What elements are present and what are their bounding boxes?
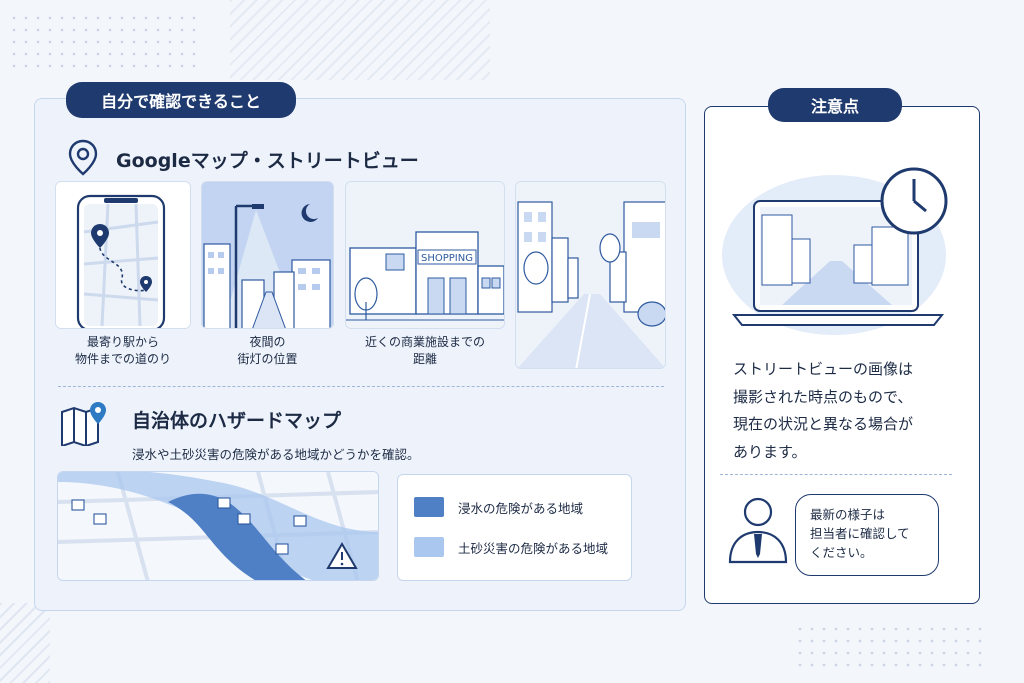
decor-dots xyxy=(8,12,198,72)
shop-sign-text: SHOPPING xyxy=(421,253,473,264)
legend-label-landslide: 土砂災害の危険がある地域 xyxy=(458,540,609,556)
hazard-legend: 浸水の危険がある地域 土砂災害の危険がある地域 xyxy=(397,474,632,581)
google-maps-title: Googleマップ・ストリートビュー xyxy=(116,150,419,172)
caption-route: 最寄り駅から物件までの道のり xyxy=(74,335,171,366)
map-pin-icon xyxy=(61,402,106,446)
decor-dots xyxy=(794,623,984,673)
divider xyxy=(58,386,664,387)
decor-stripes xyxy=(0,603,50,683)
legend-swatch-flood xyxy=(414,497,444,517)
phone-map-illustration xyxy=(55,181,191,329)
night-street-illustration xyxy=(201,181,334,329)
divider xyxy=(720,474,952,475)
clock-icon xyxy=(880,167,948,235)
warning-icon xyxy=(326,542,358,569)
legend-item-flood: 浸水の危険がある地域 xyxy=(414,497,583,517)
caption-commercial: 近くの商業施設までの距離 xyxy=(364,335,485,366)
hazard-map-title: 自治体のハザードマップ xyxy=(132,410,342,432)
hazard-map-illustration xyxy=(57,471,379,581)
laptop-icon xyxy=(722,167,948,335)
decor-stripes xyxy=(230,0,490,80)
location-pin-icon xyxy=(68,139,98,176)
person-icon xyxy=(728,497,788,564)
shopping-illustration: SHOPPING xyxy=(345,181,505,329)
caution-text: ストリートビューの画像は 撮影された時点のもので、 現在の状況と異なる場合が あ… xyxy=(733,360,914,461)
caution-heading: 注意点 xyxy=(768,88,902,122)
legend-label-flood: 浸水の危険がある地域 xyxy=(458,500,584,516)
staff-speech-bubble: 最新の様子は 担当者に確認して ください。 xyxy=(795,494,939,576)
self-check-heading: 自分で確認できること xyxy=(66,82,296,118)
hazard-map-description: 浸水や土砂災害の危険がある地域かどうかを確認。 xyxy=(132,447,420,462)
street-view-illustration xyxy=(515,181,666,369)
legend-item-landslide: 土砂災害の危険がある地域 xyxy=(414,537,608,557)
legend-swatch-landslide xyxy=(414,537,444,557)
caption-streetlight: 夜間の街灯の位置 xyxy=(237,335,298,366)
